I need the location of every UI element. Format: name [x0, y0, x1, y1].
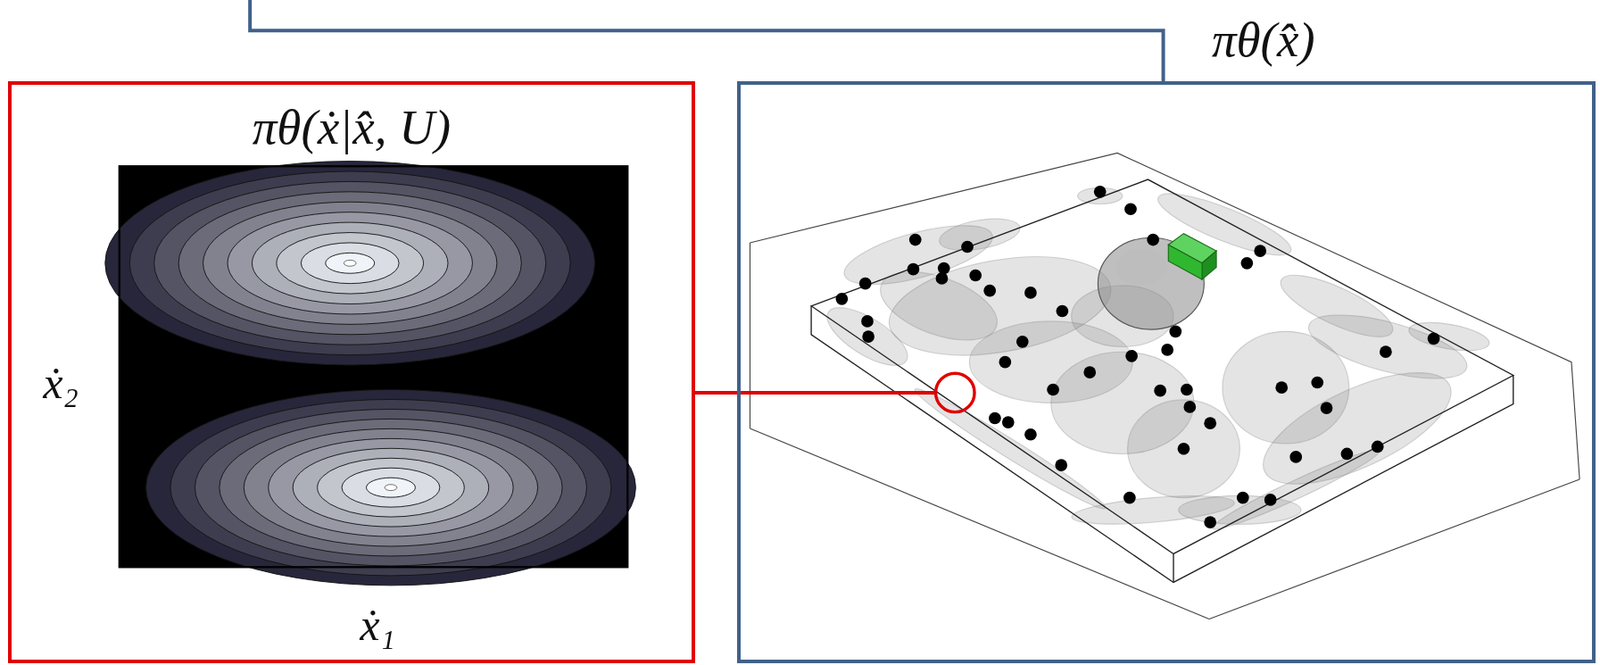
data-point — [1146, 233, 1160, 247]
contour-level — [105, 161, 596, 366]
data-point — [1016, 335, 1029, 349]
contour-level — [154, 181, 547, 345]
axis-label: ẋ₁ — [359, 600, 396, 650]
panel-title: πθ(ẋ|x̂, U) — [252, 100, 451, 156]
data-point — [1371, 440, 1385, 454]
data-point — [1123, 491, 1136, 505]
contour-level — [325, 252, 375, 274]
data-point — [1320, 401, 1334, 415]
contour-level — [170, 398, 612, 575]
contour-level — [146, 389, 637, 585]
contour-level — [268, 438, 514, 537]
data-points — [836, 185, 1441, 529]
contour-level — [129, 171, 571, 356]
data-point — [1183, 400, 1196, 414]
data-point — [907, 263, 921, 276]
data-point — [836, 292, 849, 306]
data-point — [1056, 305, 1070, 318]
focus-circle — [936, 373, 975, 412]
conditional-policy-panel: πθ(ẋ|x̂, U) — [8, 81, 696, 664]
contour-level — [203, 201, 498, 324]
data-point — [1054, 458, 1068, 472]
state-policy-panel: πθ(x̂) — [737, 81, 1596, 664]
data-point — [1153, 384, 1167, 398]
contour-peak — [343, 259, 357, 266]
ellipsoid — [871, 257, 1007, 354]
data-point — [1289, 450, 1302, 464]
panel-title: πθ(x̂) — [1211, 13, 1316, 68]
data-point — [1203, 515, 1217, 529]
contour-level — [243, 428, 538, 547]
data-point — [936, 272, 949, 285]
data-point — [1379, 345, 1393, 358]
data-point — [859, 277, 872, 291]
contour-level — [341, 467, 440, 507]
data-point — [961, 240, 974, 254]
data-point — [1094, 185, 1107, 199]
data-point — [862, 330, 875, 343]
data-point — [969, 269, 982, 282]
axis-label: ẋ₂ — [42, 358, 79, 408]
contour-plot — [105, 161, 637, 586]
ellipsoid — [1273, 263, 1401, 349]
data-point — [1124, 202, 1137, 216]
data-point — [1083, 365, 1096, 379]
data-point — [1203, 416, 1217, 430]
contour-level — [194, 408, 587, 566]
contour-level — [251, 222, 448, 304]
contour-level — [227, 212, 473, 315]
ellipsoid — [1070, 490, 1236, 530]
contour-level — [300, 242, 399, 284]
ellipsoid — [1406, 317, 1492, 357]
data-point — [1168, 325, 1182, 339]
ellipsoid — [1127, 399, 1241, 498]
data-point — [861, 315, 874, 328]
contour-level — [219, 418, 563, 556]
data-point — [1236, 491, 1250, 505]
bracket-line — [249, 0, 1163, 82]
contour-level — [366, 477, 416, 498]
ellipsoid — [910, 381, 1111, 516]
data-point — [1427, 332, 1441, 346]
green-block — [1168, 233, 1217, 280]
plot-frame — [119, 165, 628, 567]
ellipsoid — [936, 213, 1023, 256]
data-point — [988, 412, 1002, 425]
data-point — [1275, 381, 1288, 394]
data-point — [909, 233, 922, 247]
data-point — [983, 284, 996, 298]
contour-level — [276, 232, 424, 295]
data-point — [1177, 442, 1191, 456]
data-point — [1160, 343, 1174, 357]
zoom-connector — [695, 390, 937, 395]
data-point — [1046, 383, 1060, 397]
contour-level — [317, 457, 465, 517]
data-point — [1180, 383, 1194, 397]
data-point — [1024, 428, 1037, 441]
data-point — [1341, 447, 1354, 461]
data-point — [937, 262, 951, 275]
data-point — [1002, 415, 1015, 429]
gaussian-ellipsoids — [818, 182, 1492, 537]
data-point — [998, 356, 1012, 369]
contour-level — [292, 447, 490, 527]
data-point — [1264, 493, 1277, 506]
data-point — [1125, 349, 1138, 363]
contour-level — [178, 191, 522, 335]
scene-frame — [749, 152, 1580, 619]
data-point — [1310, 376, 1324, 390]
data-point — [1240, 256, 1253, 270]
contour-peak — [384, 484, 398, 491]
data-point — [1024, 286, 1037, 299]
data-point — [1253, 244, 1267, 257]
workspace-box — [811, 179, 1514, 582]
